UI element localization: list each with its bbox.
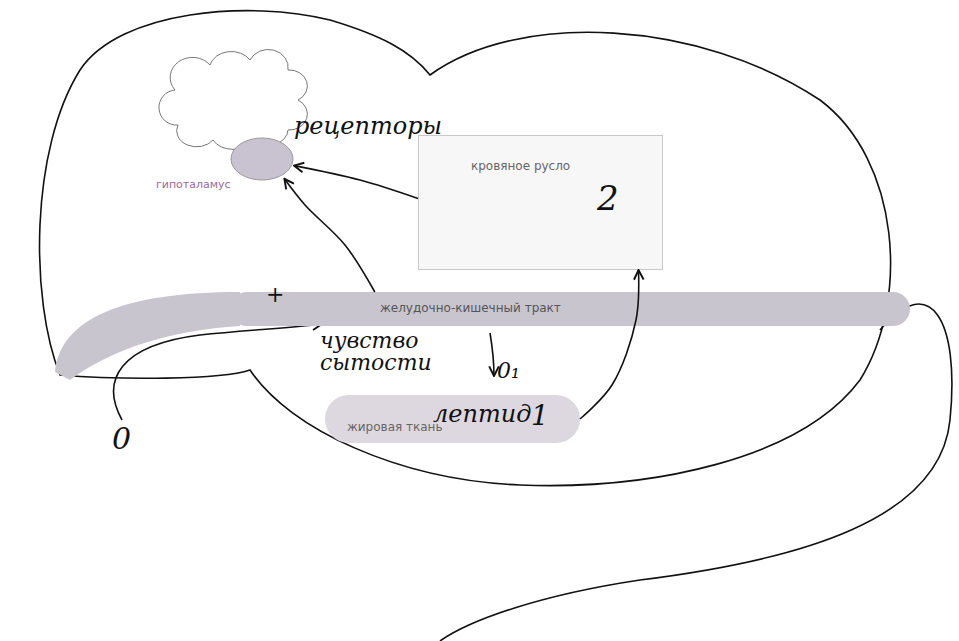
arrow-connector <box>284 179 374 292</box>
handwritten-note: лептид <box>433 401 531 427</box>
handwritten-note: чувство сытости <box>320 330 430 374</box>
arrow-connector <box>580 270 639 419</box>
callout-number: 0 <box>112 424 131 454</box>
part-name: гипоталамус <box>156 179 231 191</box>
part-name: жировая ткань <box>347 421 443 434</box>
part-name: желудочно-кишечный тракт <box>380 302 561 315</box>
arrow-connector <box>294 166 418 199</box>
callout-number: 2 <box>597 180 619 217</box>
tail-outline <box>440 304 952 641</box>
callout-number: 1 <box>531 401 549 432</box>
part-name: кровяное русло <box>471 160 570 173</box>
callout-number: 0₁ <box>497 360 520 382</box>
leader-arrow <box>114 324 322 420</box>
blood-box: кровяное русло 2 <box>418 135 663 270</box>
gut-mouth-part <box>55 292 240 380</box>
body-outline <box>40 11 891 486</box>
leader-arrow <box>490 333 494 376</box>
fat-band: жировая тканьлептид1 <box>325 395 580 443</box>
brain-cloud <box>159 49 307 149</box>
oval-shape <box>231 138 293 180</box>
gut-band: желудочно-кишечный тракт <box>230 292 910 326</box>
plus-sign: + <box>266 284 284 306</box>
hypothalamus-oval: гипоталамусрецепторы <box>230 137 294 181</box>
oval-shape <box>230 137 294 181</box>
